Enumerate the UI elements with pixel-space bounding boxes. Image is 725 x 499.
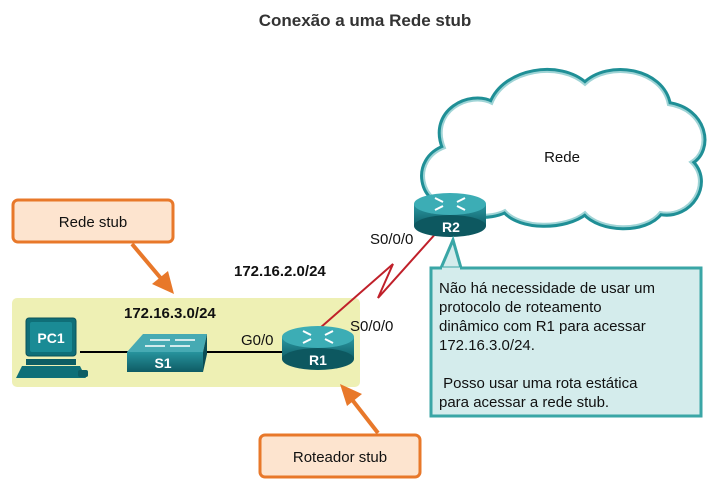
stub-network-callout — [11, 198, 175, 244]
router-r1-label: R1 — [309, 352, 327, 368]
pc1-label: PC1 — [37, 330, 64, 346]
router-r2-icon — [414, 193, 486, 237]
cloud-label: Rede — [544, 149, 580, 166]
r1-g0-label: G0/0 — [241, 332, 274, 349]
note-line: Não há necessidade de usar um — [439, 280, 655, 297]
note-line: Posso usar uma rota estática — [439, 375, 638, 392]
diagram-title: Conexão a uma Rede stub — [259, 11, 472, 30]
note-line: dinâmico com R1 para acessar — [439, 318, 646, 335]
stub-network-callout-text: Rede stub — [59, 214, 127, 231]
cloud-icon — [420, 68, 707, 231]
router-r1-icon — [282, 326, 354, 370]
wan-network-label: 172.16.2.0/24 — [234, 263, 326, 280]
pc1-icon — [16, 317, 88, 378]
switch-s1-icon — [127, 334, 207, 372]
r2-s0-label: S0/0/0 — [370, 231, 413, 248]
lan-network-label: 172.16.3.0/24 — [124, 305, 216, 322]
note-line: protocolo de roteamento — [439, 299, 602, 316]
note-line: 172.16.3.0/24. — [439, 337, 535, 354]
stub-router-arrow — [340, 384, 380, 435]
switch-s1-label: S1 — [154, 355, 171, 371]
note-text: Não há necessidade de usar um protocolo … — [439, 280, 655, 411]
stub-router-callout-text: Roteador stub — [293, 449, 387, 466]
note-line: para acessar a rede stub. — [439, 394, 609, 411]
note-callout — [429, 235, 703, 418]
stub-network-arrow — [130, 242, 174, 294]
serial-link — [319, 221, 447, 329]
stub-router-callout — [258, 433, 422, 479]
r1-s0-label: S0/0/0 — [350, 318, 393, 335]
router-r2-label: R2 — [442, 219, 460, 235]
